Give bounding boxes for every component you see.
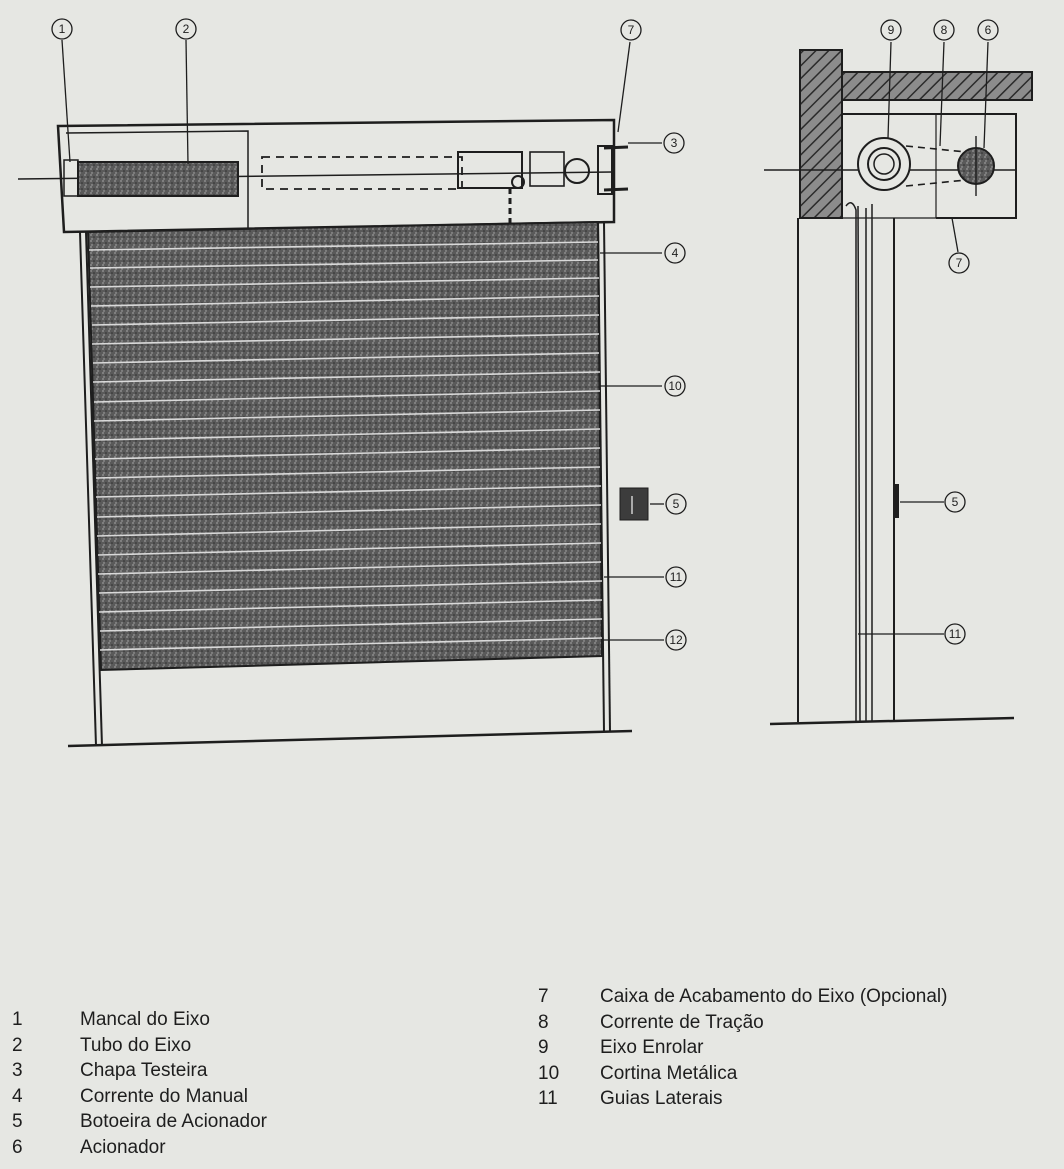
callout-3-label: 3 [671,136,678,150]
bolt-top [603,145,629,150]
legend-label: Chapa Testeira [80,1060,208,1081]
curtain-slats [88,241,603,651]
callout-2: 2 [175,18,197,40]
side-callout-11-label: 11 [949,627,962,641]
side-callout-6-label: 6 [985,23,992,37]
front-callouts: 1 2 7 3 4 10 5 11 12 [51,18,687,651]
legend-label: Corrente do Manual [80,1085,248,1107]
callout-10-label: 10 [668,379,682,393]
legend-number: 6 [12,1136,23,1158]
legend-label: Guias Laterais [600,1088,723,1109]
shaft-tube [77,161,239,197]
legend-number: 7 [538,986,549,1007]
legend-label: Eixo Enrolar [600,1037,704,1058]
side-callout-8-label: 8 [941,23,948,37]
shaft-box-inner-edge [65,130,249,228]
callout-4-label: 4 [672,246,679,260]
callout-7: 7 [620,19,642,41]
callout-11: 11 [665,566,687,588]
drive-pulley [564,158,590,184]
legend-item: 11 Guias Laterais [538,1086,947,1112]
side-callout-5-label: 5 [952,495,959,509]
callout-5-label: 5 [673,497,680,511]
chain-sprocket [511,175,525,189]
legend-item: 8 Corrente de Tração [538,1010,947,1036]
legend-item: 7 Caixa de Acabamento do Eixo (Opcional) [538,984,947,1010]
legend-number: 2 [12,1034,23,1056]
side-shaft-box [842,113,1017,219]
callout-5: 5 [665,493,687,515]
lintel-section [841,71,1033,101]
side-view [764,49,1033,726]
callout-1-label: 1 [59,22,66,36]
bolt-bottom [603,187,629,192]
side-callout-8: 8 [933,19,955,41]
legend-number: 11 [538,1088,558,1109]
legend-label: Acionador [80,1136,166,1158]
push-button-box [619,487,649,521]
side-callout-7: 7 [948,252,970,274]
legend-item: 9 Eixo Enrolar [538,1035,947,1061]
legend-number: 3 [12,1060,23,1081]
legend-label: Caixa de Acabamento do Eixo (Opcional) [600,986,948,1007]
roller-shaft-inner [873,153,895,175]
callout-4: 4 [664,242,686,264]
side-callout-6: 6 [977,19,999,41]
side-callout-7-label: 7 [956,256,963,270]
drive-hub [457,151,523,189]
side-callout-11: 11 [944,623,966,645]
legend-label: Tubo do Eixo [80,1034,192,1056]
wall-section [799,49,843,219]
front-ground-line [67,729,633,748]
side-push-button [895,484,899,518]
metal-curtain [86,220,604,672]
legend-item: 4 Corrente do Manual [12,1084,267,1110]
front-right-post-inner [603,221,611,733]
callout-11-label: 11 [670,570,683,584]
legend-item: 10 Cortina Metálica [538,1061,947,1087]
front-view [17,118,649,748]
legend-number: 4 [12,1085,23,1107]
legend-number: 10 [538,1062,560,1084]
side-callout-9-label: 9 [888,23,895,37]
front-left-post-outer [79,231,97,747]
side-curtain-lines [845,202,873,723]
callout-1: 1 [51,18,73,40]
drive-end-plate [597,145,613,195]
traction-chain-top [905,145,967,153]
legend-left: 1 Mancal do Eixo 2 Tubo do Eixo 3 Chapa Tes… [12,1007,267,1160]
legend-item: 2 Tubo do Eixo [12,1033,267,1059]
roller-shaft-mid [867,147,901,181]
legend-label: Cortina Metálica [600,1062,738,1084]
callout-10: 10 [664,375,686,397]
callout-3: 3 [663,132,685,154]
rolling-door-diagram: 1 2 7 3 4 10 5 11 12 [17,18,1033,748]
callout-12: 12 [665,629,687,651]
side-callouts: 9 8 6 7 5 11 [858,19,999,645]
callout-7-label: 7 [628,23,635,37]
legend-label: Mancal do Eixo [80,1009,210,1030]
drive-gear-a [529,151,565,187]
side-callout-5: 5 [944,491,966,513]
front-left-post-inner [85,231,103,747]
callout-12-label: 12 [669,633,683,647]
legend-item: 3 Chapa Testeira [12,1058,267,1084]
legend-number: 9 [538,1037,549,1058]
legend-item: 6 Acionador [12,1135,267,1161]
legend-number: 1 [12,1009,23,1030]
hidden-tube [261,156,463,190]
callout-2-label: 2 [183,22,190,36]
legend-label: Corrente de Tração [600,1011,764,1033]
legend-label: Botoeira de Acionador [80,1111,267,1132]
legend-number: 8 [538,1011,549,1033]
side-ground-line [769,716,1015,726]
traction-chain-bottom [905,179,967,187]
roller-shaft-outer [857,137,911,191]
legend-number: 5 [12,1111,23,1132]
legend-item: 5 Botoeira de Acionador [12,1109,267,1135]
side-callout-9: 9 [880,19,902,41]
legend-item: 1 Mancal do Eixo [12,1007,267,1033]
